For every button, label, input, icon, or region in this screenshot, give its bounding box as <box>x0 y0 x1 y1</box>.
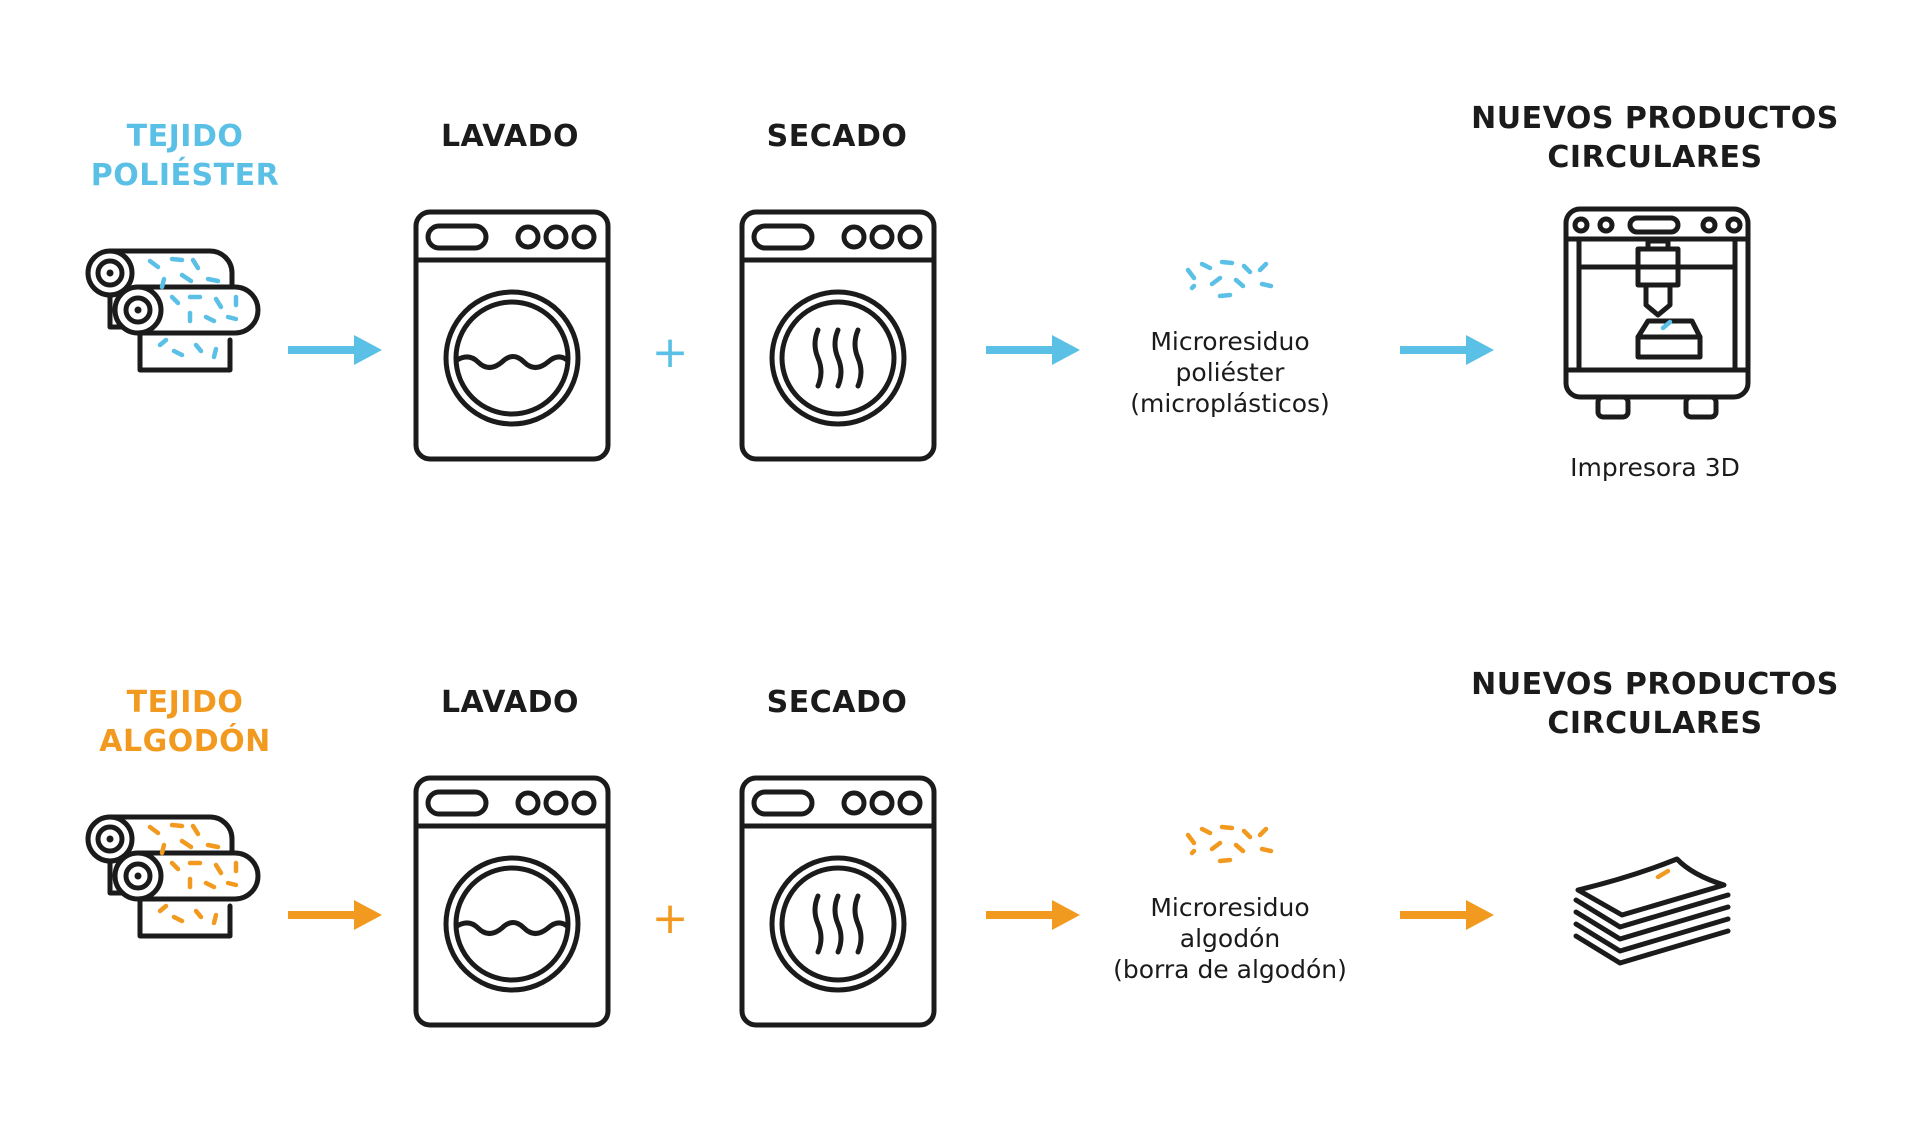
residue-caption: Microresiduo algodón (borra de algodón) <box>1080 892 1380 985</box>
residue-caption-line3: (microplásticos) <box>1130 389 1330 418</box>
fabric-title-line2: POLIÉSTER <box>90 158 280 193</box>
dry-title: SECADO <box>766 119 908 154</box>
dryer-icon <box>738 208 938 463</box>
residue-caption-line1: Microresiduo <box>1150 327 1310 356</box>
product-title-line1: NUEVOS PRODUCTOS <box>1471 101 1839 136</box>
fabric-title-line1: TEJIDO <box>126 685 244 720</box>
fabric-rolls-icon <box>85 811 261 946</box>
washing-machine-icon <box>412 774 612 1029</box>
residue-caption-line2: algodón <box>1179 924 1281 953</box>
product-title: NUEVOS PRODUCTOS CIRCULARES <box>1455 665 1855 743</box>
fabric-title-line2: ALGODÓN <box>99 724 271 759</box>
residue-caption-line3: (borra de algodón) <box>1113 955 1347 984</box>
dryer-icon <box>738 774 938 1029</box>
product-title-line1: NUEVOS PRODUCTOS <box>1471 667 1839 702</box>
paper-stack-icon <box>1572 855 1737 970</box>
residue-caption: Microresiduo poliéster (microplásticos) <box>1080 326 1380 419</box>
3d-printer-icon <box>1562 205 1752 425</box>
product-title-line2: CIRCULARES <box>1547 706 1763 741</box>
residue-caption-line2: poliéster <box>1175 358 1285 387</box>
arrow-icon <box>288 335 382 365</box>
plus-sign: + <box>651 327 689 378</box>
product-title-line2: CIRCULARES <box>1547 140 1763 175</box>
wash-title: LAVADO <box>440 685 580 720</box>
arrow-icon <box>1400 900 1494 930</box>
wash-title: LAVADO <box>440 119 580 154</box>
microfibers-icon <box>1180 823 1280 873</box>
arrow-icon <box>986 335 1080 365</box>
residue-caption-line1: Microresiduo <box>1150 893 1310 922</box>
arrow-icon <box>288 900 382 930</box>
arrow-icon <box>986 900 1080 930</box>
arrow-icon <box>1400 335 1494 365</box>
fabric-title: TEJIDO POLIÉSTER <box>70 117 300 195</box>
washing-machine-icon <box>412 208 612 463</box>
fabric-title-line1: TEJIDO <box>126 119 244 154</box>
product-caption: Impresora 3D <box>1570 453 1740 482</box>
product-title: NUEVOS PRODUCTOS CIRCULARES <box>1455 99 1855 177</box>
plus-sign: + <box>651 893 689 944</box>
microfibers-icon <box>1180 258 1280 308</box>
fabric-title: TEJIDO ALGODÓN <box>70 683 300 761</box>
fabric-rolls-icon <box>85 245 261 380</box>
dry-title: SECADO <box>766 685 908 720</box>
